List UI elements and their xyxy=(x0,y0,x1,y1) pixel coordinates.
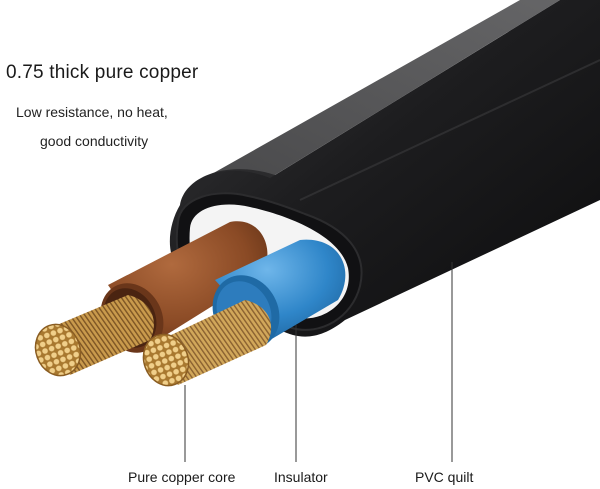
brown-core-face xyxy=(34,323,82,377)
blue-wire xyxy=(142,239,346,387)
feature-line-2: good conductivity xyxy=(40,133,149,149)
callout-insulator: Insulator xyxy=(274,469,328,485)
feature-line-1: Low resistance, no heat, xyxy=(16,104,168,120)
headline-title: 0.75 thick pure copper xyxy=(6,62,199,83)
brown-wire xyxy=(34,221,268,377)
callout-pvc-quilt: PVC quilt xyxy=(415,469,474,485)
blue-core-face xyxy=(142,333,190,387)
callout-copper-core: Pure copper core xyxy=(128,469,236,485)
